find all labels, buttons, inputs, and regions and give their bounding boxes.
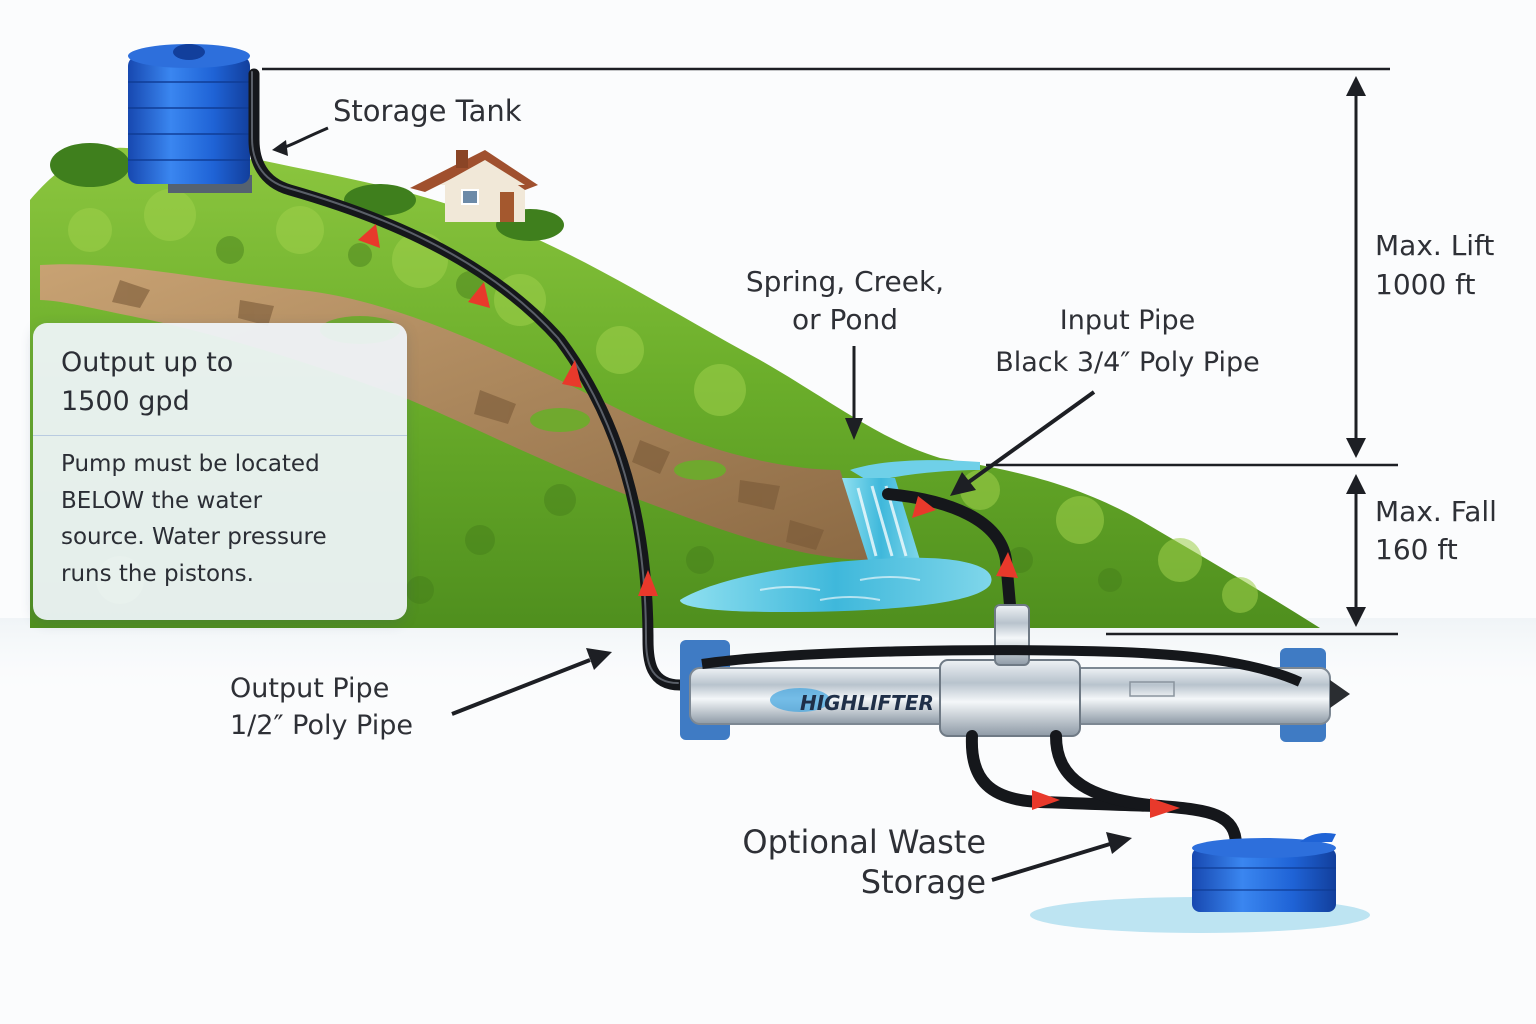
leader-arrows [272, 126, 1132, 882]
max-lift-label-line2: 1000 ft [1375, 268, 1476, 301]
input-pipe [882, 488, 1016, 611]
output-pipe-label-line1: Output Pipe [230, 673, 390, 704]
house-icon [410, 150, 538, 222]
waste-tank-icon [1030, 833, 1370, 933]
info-card-body-line2: BELOW the water [61, 487, 263, 514]
water-source-label: Spring, Creek, or Pond [700, 263, 990, 339]
info-card-body-line3: source. Water pressure [61, 524, 327, 550]
flow-arrow-icon [358, 224, 1180, 818]
max-fall-label: Max. Fall 160 ft [1375, 493, 1497, 569]
output-pipe [248, 68, 686, 691]
storage-tank-label: Storage Tank [333, 94, 522, 128]
info-card-divider [33, 435, 407, 436]
info-card-headline-line2: 1500 gpd [61, 386, 190, 417]
input-pipe-label: Input Pipe Black 3/4″ Poly Pipe [985, 300, 1270, 384]
output-pipe-label-line2: 1/2″ Poly Pipe [230, 710, 413, 741]
input-pipe-label-line1: Input Pipe [1059, 305, 1196, 336]
output-pipe-label: Output Pipe 1/2″ Poly Pipe [230, 670, 413, 744]
water-source-label-line1: Spring, Creek, [745, 265, 945, 298]
waste-storage-label-line2: Storage [860, 863, 986, 901]
water-source-label-line2: or Pond [791, 303, 899, 336]
info-card-body-line4: runs the pistons. [61, 560, 254, 587]
waste-storage-label-line1: Optional Waste [742, 823, 986, 861]
info-card-body: Pump must be located BELOW the water sou… [61, 446, 389, 592]
max-lift-label: Max. Lift 1000 ft [1375, 226, 1494, 304]
info-card: Output up to 1500 gpd Pump must be locat… [33, 323, 407, 620]
storage-tank-icon [128, 44, 252, 193]
max-fall-label-line2: 160 ft [1375, 533, 1458, 566]
waste-storage-label: Optional Waste Storage [696, 822, 986, 902]
pump-brand-text: HIGHLIFTER [800, 691, 934, 715]
info-card-headline: Output up to 1500 gpd [61, 343, 389, 421]
max-lift-label-line1: Max. Lift [1375, 229, 1495, 262]
pump-icon: HIGHLIFTER [680, 604, 1350, 742]
info-card-headline-line1: Output up to [61, 347, 234, 378]
waste-pipe [965, 730, 1242, 851]
dimension-lines [262, 67, 1398, 636]
info-card-body-line1: Pump must be located [61, 451, 320, 477]
max-fall-label-line1: Max. Fall [1375, 495, 1497, 528]
input-pipe-label-line2: Black 3/4″ Poly Pipe [995, 347, 1260, 378]
waterfall-icon [680, 460, 992, 612]
